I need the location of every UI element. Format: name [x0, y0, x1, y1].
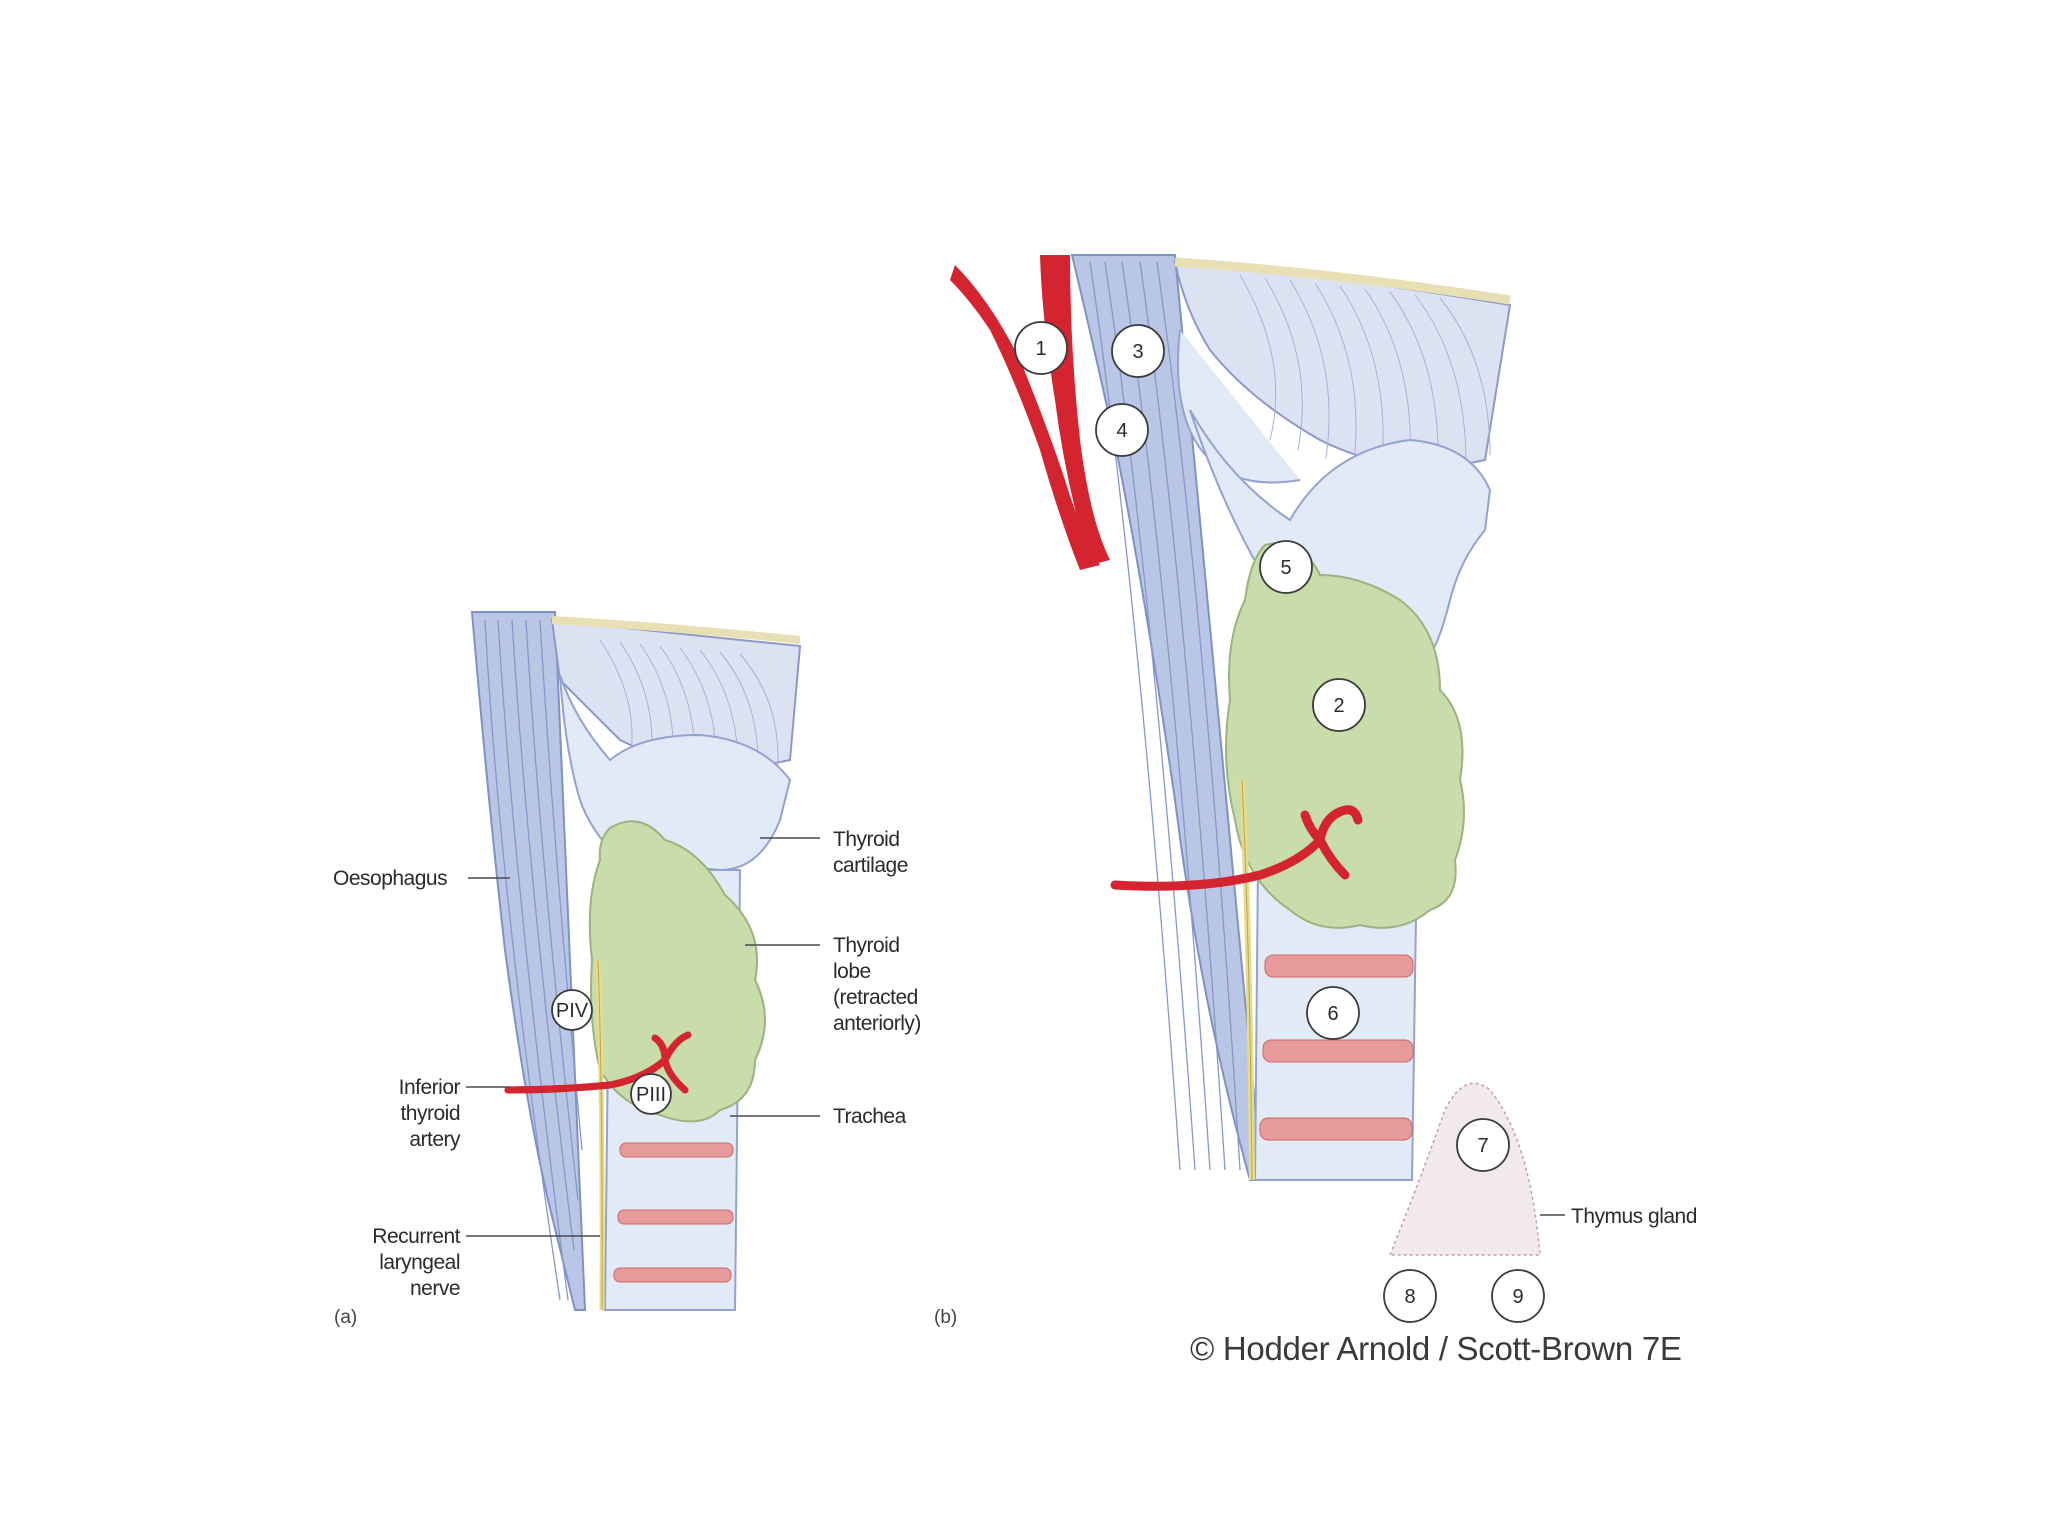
svg-text:Inferior: Inferior	[399, 1076, 461, 1099]
marker-piv: PIV	[551, 989, 593, 1031]
panel-b-illustration	[950, 254, 1541, 1256]
svg-text:Thymus gland: Thymus gland	[1571, 1205, 1697, 1228]
svg-text:7: 7	[1477, 1135, 1488, 1157]
oesophagus-b	[1070, 254, 1264, 1181]
copyright-notice: © Hodder Arnold / Scott-Brown 7E	[1190, 1330, 1682, 1367]
svg-text:2: 2	[1333, 695, 1344, 717]
marker-3: 3	[1111, 324, 1165, 378]
svg-text:6: 6	[1327, 1003, 1338, 1025]
svg-text:3: 3	[1132, 341, 1143, 363]
label-oesophagus: Oesophagus	[333, 867, 510, 890]
svg-text:nerve: nerve	[410, 1277, 460, 1300]
trachea-rings-a	[613, 1142, 734, 1283]
svg-text:(retracted: (retracted	[833, 986, 918, 1009]
label-recurrent-laryngeal-nerve: Recurrent laryngeal nerve	[372, 1225, 600, 1300]
carotid-artery-b	[950, 265, 1100, 570]
svg-text:Recurrent: Recurrent	[372, 1225, 460, 1248]
svg-text:5: 5	[1280, 557, 1291, 579]
svg-text:PIII: PIII	[636, 1084, 666, 1106]
marker-7: 7	[1456, 1118, 1510, 1172]
svg-text:Thyroid: Thyroid	[833, 828, 900, 851]
label-inferior-thyroid-artery: Inferior thyroid artery	[399, 1076, 510, 1151]
thyroid-cartilage-a	[559, 674, 792, 872]
svg-text:thyroid: thyroid	[400, 1102, 460, 1125]
marker-9: 9	[1491, 1269, 1545, 1323]
thymus-gland-b	[1388, 1082, 1541, 1256]
svg-text:Oesophagus: Oesophagus	[333, 867, 447, 890]
thyroid-lobe-b	[1225, 542, 1465, 929]
svg-text:laryngeal: laryngeal	[379, 1251, 460, 1274]
label-thyroid-cartilage: Thyroid cartilage	[760, 828, 908, 877]
oesophagus-a-striations	[484, 619, 583, 1301]
panel-label-b: (b)	[934, 1307, 957, 1328]
svg-text:9: 9	[1512, 1286, 1523, 1308]
marker-4: 4	[1095, 403, 1149, 457]
svg-text:PIV: PIV	[556, 1000, 589, 1022]
marker-8: 8	[1383, 1269, 1437, 1323]
svg-text:4: 4	[1116, 420, 1127, 442]
svg-text:anteriorly): anteriorly)	[833, 1012, 921, 1035]
svg-text:8: 8	[1404, 1286, 1415, 1308]
marker-1: 1	[1014, 321, 1068, 375]
label-thymus-gland: Thymus gland	[1540, 1205, 1697, 1228]
panel-a-illustration	[470, 611, 802, 1311]
svg-text:Trachea: Trachea	[833, 1105, 907, 1128]
marker-5: 5	[1259, 540, 1313, 594]
label-thyroid-lobe: Thyroid lobe (retracted anteriorly)	[745, 934, 921, 1035]
panel-label-a: (a)	[334, 1307, 357, 1328]
svg-text:lobe: lobe	[833, 960, 871, 983]
svg-text:cartilage: cartilage	[833, 854, 908, 877]
label-trachea: Trachea	[730, 1105, 907, 1128]
svg-text:Thyroid: Thyroid	[833, 934, 900, 957]
marker-6: 6	[1306, 986, 1360, 1040]
svg-text:artery: artery	[409, 1128, 461, 1151]
marker-piii: PIII	[630, 1073, 672, 1115]
marker-2: 2	[1312, 678, 1366, 732]
thyroid-lobe-a	[588, 820, 766, 1123]
trachea-rings-b	[1259, 954, 1414, 1141]
svg-text:1: 1	[1035, 338, 1046, 360]
